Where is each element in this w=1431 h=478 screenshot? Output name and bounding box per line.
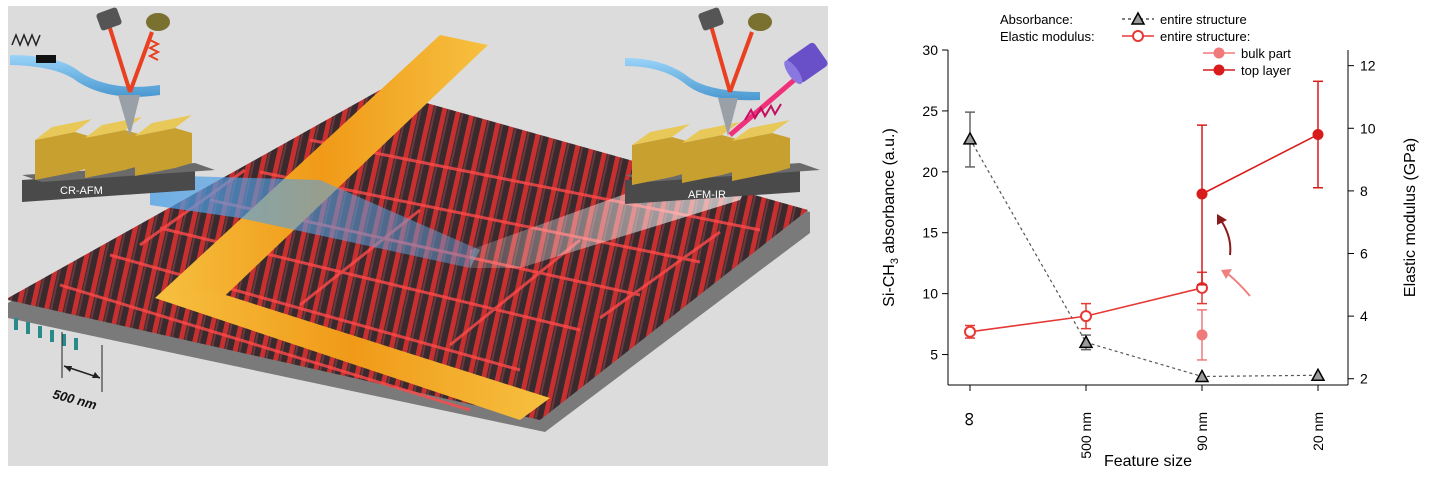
bulk-arrow — [1227, 273, 1251, 297]
laser-in-beam — [106, 21, 132, 93]
left-axis-title: Si-CH3 absorbance (a.u.) — [881, 128, 901, 307]
afm-ir-beam — [470, 180, 750, 268]
ir-wave-icon — [744, 103, 782, 121]
axes-layer: 5 10 15 20 25 30 2 4 6 8 10 12 ∞ 500 nm 90 nm 20 nm Feat… — [881, 42, 1419, 470]
ir-laser-source-icon — [698, 7, 724, 31]
x-tick-label: 20 nm — [1310, 412, 1326, 451]
x-tick-label: ∞ — [958, 412, 980, 426]
left-tick-label: 20 — [922, 164, 938, 180]
absorbance-point — [1078, 334, 1094, 349]
piezo-actuator-icon — [36, 55, 56, 63]
right-tick-label: 12 — [1360, 58, 1376, 74]
cr-afm-label: CR-AFM — [60, 185, 103, 197]
legend-absorbance-header: Absorbance: — [1000, 12, 1073, 27]
afm-tip-icon — [118, 95, 140, 136]
top-layer-arrow — [1221, 221, 1232, 256]
legend-label-modulus_bulk: bulk part — [1241, 46, 1291, 61]
absorbance-line — [969, 138, 1319, 378]
ir-laser-in-beam — [708, 21, 732, 93]
chart-svg: 5 10 15 20 25 30 2 4 6 8 10 12 ∞ 500 nm 90 nm 20 nm Feat… — [881, 11, 1419, 470]
x-tick-label: 500 nm — [1078, 412, 1094, 459]
legend-marker-absorbance — [1130, 11, 1146, 25]
cantilever-icon — [10, 55, 160, 97]
afm-illustration: CR-AFM AFM-IR — [8, 6, 828, 466]
modulus_bulk-point — [1196, 329, 1208, 341]
drive-wave-icon — [11, 32, 41, 48]
modulus_entire-point — [964, 325, 976, 338]
legend-marker-modulus_entire — [1132, 30, 1144, 42]
ir-detector-icon — [748, 13, 772, 31]
grating-teeth — [14, 318, 78, 350]
x-axis-title: Feature size — [1104, 453, 1192, 470]
legend-modulus-header: Elastic modulus: — [1000, 29, 1095, 44]
modulus_top-line — [1201, 133, 1319, 195]
legend-label-modulus_entire: entire structure: — [1160, 29, 1250, 44]
chart-panel: 5 10 15 20 25 30 2 4 6 8 10 12 ∞ 500 nm 90 nm 20 nm Feat… — [860, 0, 1431, 473]
orange-stripe-vertical — [155, 35, 488, 310]
legend: Absorbance: Elastic modulus: entire struct… — [1000, 11, 1292, 78]
laser-out-beam — [128, 31, 154, 93]
legend-marker-modulus_top — [1213, 64, 1225, 76]
ir-laser-out-beam — [728, 31, 754, 93]
legend-label-absorbance: entire structure — [1160, 12, 1247, 27]
right-tick-label: 2 — [1360, 371, 1368, 387]
orange-stripe-horizontal — [155, 290, 550, 420]
legend-label-modulus_top: top layer — [1241, 63, 1292, 78]
ir-cantilever-icon — [625, 58, 760, 101]
left-tick-label: 15 — [922, 225, 938, 241]
right-tick-label: 8 — [1360, 183, 1368, 199]
grating-surface — [8, 90, 808, 420]
modulus_entire-point — [1080, 310, 1092, 323]
laser-source-icon — [96, 7, 122, 31]
left-tick-label: 5 — [930, 347, 938, 363]
series-layer — [962, 80, 1326, 383]
cr-afm-beam — [150, 175, 480, 268]
x-tick-label: 90 nm — [1194, 412, 1210, 451]
illustration-svg: CR-AFM AFM-IR — [8, 6, 828, 466]
ir-tip-icon — [718, 98, 738, 136]
afm-ir-instrument: AFM-IR — [625, 120, 820, 204]
right-tick-label: 6 — [1360, 246, 1368, 262]
detector-icon — [146, 13, 170, 31]
legend-marker-modulus_bulk — [1213, 47, 1225, 59]
left-tick-label: 10 — [922, 286, 938, 302]
left-tick-label: 30 — [922, 42, 938, 58]
right-tick-label: 10 — [1360, 120, 1376, 136]
top-layer-arrow-head — [1217, 214, 1227, 225]
modulus_top-point — [1312, 129, 1324, 141]
ir-laser-icon — [784, 42, 828, 85]
left-tick-label: 25 — [922, 103, 938, 119]
modulus_top-point — [1196, 188, 1208, 200]
absorbance-point — [1194, 368, 1210, 383]
absorbance-point — [1310, 367, 1326, 382]
absorbance-point — [962, 131, 978, 145]
ir-pulse-beam — [728, 73, 802, 137]
afm-ir-label: AFM-IR — [688, 189, 726, 201]
laser-reflection-icon — [147, 39, 161, 61]
bulk-arrow-head — [1221, 269, 1232, 279]
cr-afm-instrument: CR-AFM — [22, 115, 215, 202]
right-tick-label: 4 — [1360, 308, 1368, 324]
right-axis-title: Elastic modulus (GPa) — [1402, 138, 1419, 297]
